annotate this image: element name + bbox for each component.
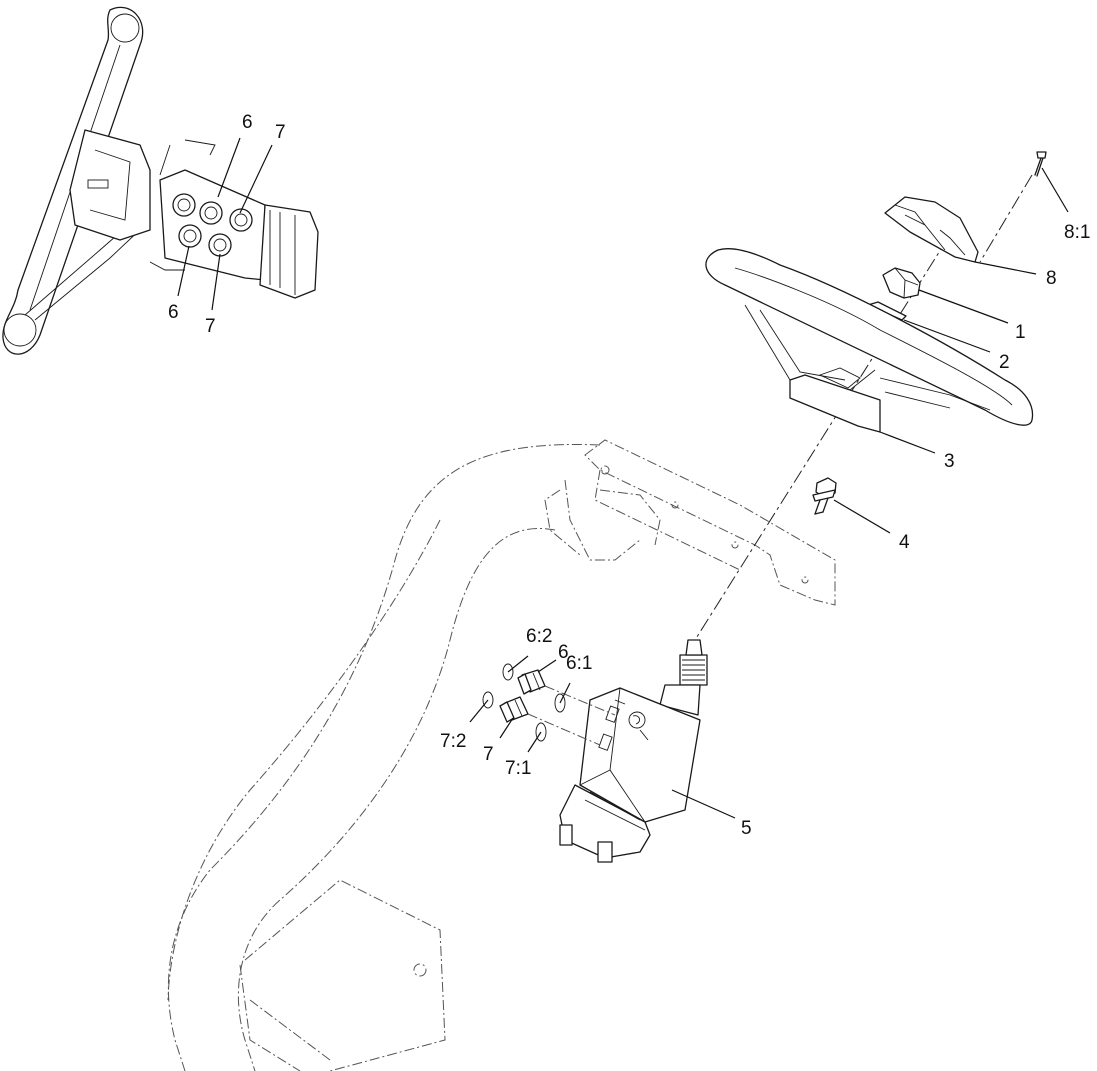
mounting-bracket-phantom [544,439,836,606]
lower-bracket-phantom [239,879,446,1071]
frame-tube-phantom [167,443,601,1071]
callout-6-2: 6:2 [526,626,552,647]
callout-4: 4 [899,532,910,553]
callout-8-1: 8:1 [1064,222,1090,243]
bolt-4 [812,477,837,515]
steering-axis-line [694,237,949,641]
inset-callout-7-top: 7 [275,122,286,143]
callout-7-2: 7:2 [440,731,466,752]
fitting-6-set [502,663,616,716]
fitting-7-set [482,691,601,746]
callout-1: 1 [1015,322,1026,343]
callout-6: 6 [558,642,569,663]
inset-callout-7-bottom: 7 [205,316,216,337]
hub-cap-8 [884,196,979,263]
callout-2: 2 [999,352,1010,373]
inset-side-view [2,6,319,355]
inset-callout-6-top: 6 [242,112,253,133]
steering-wheel-3 [705,248,1034,433]
steering-valve-5 [559,639,708,863]
callout-6-1: 6:1 [566,653,592,674]
leader-lines [177,137,1069,819]
callout-labels: 8:1 8 1 2 3 4 5 6:2 6 6:1 7:2 7 7:1 6 7 … [168,112,1090,839]
callout-8: 8 [1046,268,1057,289]
callout-7: 7 [483,744,494,765]
callout-5: 5 [741,818,752,839]
callout-3: 3 [944,451,955,472]
nut-axis-line [979,174,1033,263]
nut-1 [882,267,921,299]
callout-7-1: 7:1 [505,758,531,779]
screw-8-1 [1034,151,1047,177]
inset-callout-6-bottom: 6 [168,302,179,323]
